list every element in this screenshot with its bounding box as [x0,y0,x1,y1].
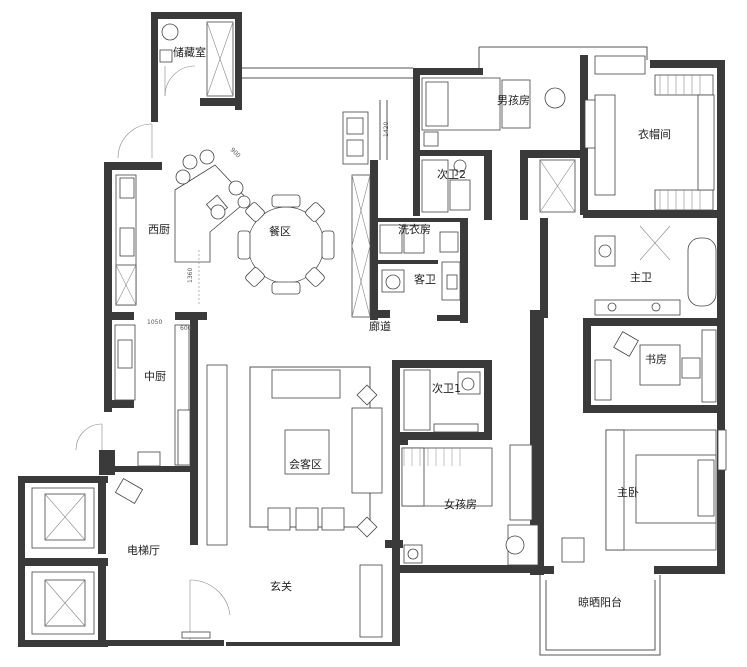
label-elevator-hall: 电梯厅 [127,544,160,557]
label-dining: 餐区 [269,224,291,238]
master-bath-fixtures [594,225,717,316]
label-study: 书房 [645,353,667,366]
closet-shelves [539,55,715,213]
label-laundry: 洗衣房 [398,222,431,236]
label-chinese-kitchen: 中厨 [144,370,166,383]
dimension-900: 900 [229,146,242,159]
corridor-cabinets [342,111,371,318]
master-bed-furniture [561,429,727,563]
elevator-shafts [31,478,144,635]
label-balcony: 晾晒阳台 [578,595,622,609]
label-girls-room: 女孩房 [444,497,477,511]
girls-room-furniture [401,444,539,566]
dimension-1360: 1360 [187,268,194,283]
laundry-guest-wc [379,224,461,301]
study-furniture [594,329,717,403]
storage-room [159,21,234,97]
label-closet: 衣帽间 [638,127,671,141]
bath2-fixtures [421,159,471,213]
label-living: 会客区 [289,457,322,471]
boys-room-furniture [421,77,608,149]
foyer-fixtures [75,423,383,640]
balcony-outlines [242,46,661,656]
dimension-600: 600 [180,325,192,332]
label-master-bed: 主卧 [617,486,639,499]
label-bath2: 次卫2 [437,167,466,181]
label-storage: 储藏室 [173,45,206,59]
interior-walls [104,150,717,545]
label-master-bath: 主卫 [630,271,652,284]
dimension-1050: 1050 [147,319,162,326]
label-guest-wc: 客卫 [414,272,436,286]
dimension-1420: 1420 [383,122,390,137]
living-furniture [206,364,383,546]
chinese-kitchen-fixtures [114,324,191,467]
dining-table-set [237,194,335,295]
bath1-fixtures [403,369,481,433]
label-bath1: 次卫1 [432,381,461,395]
label-foyer: 玄关 [270,579,292,593]
label-western-kitchen: 西厨 [148,223,170,236]
label-corridor: 廊道 [369,319,391,333]
label-boys-room: 男孩房 [497,94,530,107]
room-labels: 储藏室 男孩房 衣帽间 次卫2 洗衣房 客卫 廊道 西厨 餐区 主卫 书房 中厨… [127,45,671,609]
exterior-walls [18,12,725,647]
western-kitchen-fixtures [115,123,251,306]
